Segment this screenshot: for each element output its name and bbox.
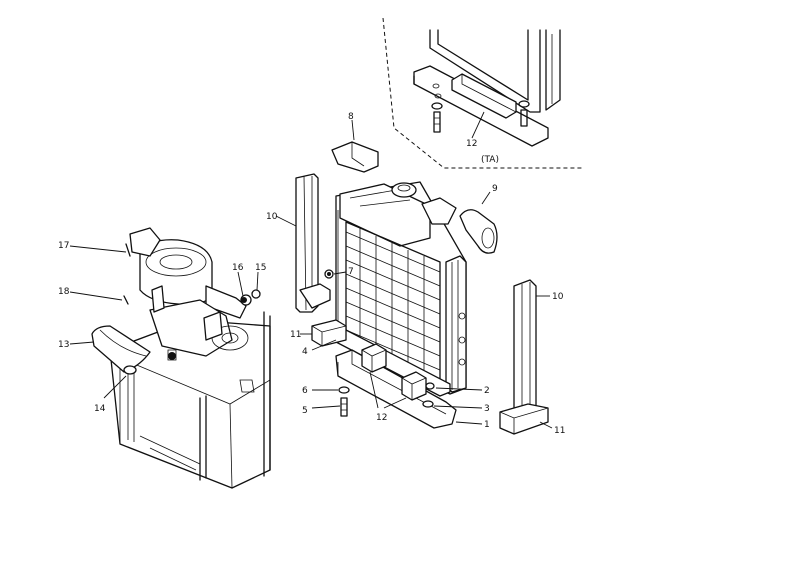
inset-boundary — [382, 17, 584, 169]
callout-11-left: 11 — [290, 330, 301, 340]
side-panel-right: 10 11 — [499, 279, 565, 436]
washer-6: 6 — [302, 386, 350, 396]
callout-9: 9 — [492, 184, 498, 194]
callout-5: 5 — [302, 406, 308, 416]
callout-6: 6 — [302, 386, 308, 396]
washer-3: 3 — [422, 400, 490, 414]
callout-11-right: 11 — [554, 426, 565, 436]
callout-14: 14 — [94, 404, 106, 414]
callout-12-inset: 12 — [466, 139, 477, 149]
cushion-block-12a — [361, 343, 387, 373]
cushion-right — [499, 403, 549, 435]
callout-13: 13 — [58, 340, 69, 350]
inset-bolt-left — [431, 102, 443, 133]
upper-hose: 8 — [331, 112, 379, 173]
lower-hose: 9 — [459, 184, 498, 254]
strap-band: 13 14 — [58, 325, 151, 414]
side-panel-left: 10 — [266, 173, 331, 313]
cushion-left: 11 — [290, 319, 347, 347]
callout-2: 2 — [484, 386, 490, 396]
intake-pipe — [205, 285, 247, 319]
callout-17: 17 — [58, 241, 69, 251]
inset-ta: 12 (TA) — [382, 17, 584, 169]
inset-bolt-right — [432, 83, 530, 127]
mount-bracket: 12 1 — [335, 343, 490, 430]
callout-3: 3 — [484, 404, 490, 414]
callout-10-left: 10 — [266, 212, 278, 222]
clip-15: 15 — [251, 263, 266, 299]
radiator-filler-cap — [391, 182, 417, 198]
callout-15: 15 — [255, 263, 266, 273]
callout-10-right: 10 — [552, 292, 564, 302]
hose-clip-17: 17 — [58, 241, 131, 257]
radiator-top-tank — [339, 183, 431, 247]
clamp-16: 16 — [232, 263, 247, 303]
bolt-5: 5 — [302, 397, 348, 417]
clip-18: 18 — [58, 287, 129, 305]
callout-18: 18 — [58, 287, 70, 297]
engine-assembly — [109, 227, 271, 489]
callout-4: 4 — [302, 347, 308, 357]
callout-8: 8 — [348, 112, 354, 122]
radiator-core: 7 — [324, 181, 467, 397]
callout-1: 1 — [484, 420, 490, 430]
drain-nut — [324, 269, 334, 279]
bolt-2: 2 — [425, 382, 490, 396]
callout-16: 16 — [232, 263, 244, 273]
callout-7: 7 — [348, 267, 354, 277]
cushion-block-12b — [401, 371, 427, 401]
inset-label: (TA) — [481, 155, 499, 165]
callout-12: 12 — [376, 413, 387, 423]
